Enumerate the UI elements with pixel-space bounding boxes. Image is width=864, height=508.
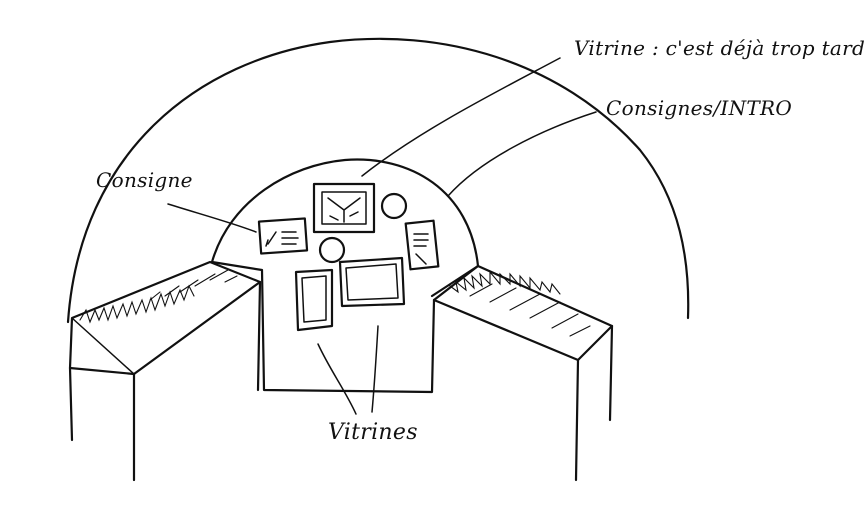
consigne-panel-left bbox=[257, 217, 309, 255]
right-bench bbox=[430, 264, 614, 482]
label-consigne: Consigne bbox=[96, 168, 193, 192]
round-medallion-2 bbox=[318, 236, 346, 264]
leader-vitrines-right bbox=[371, 325, 379, 413]
leader-vitrine-top bbox=[361, 57, 561, 177]
vitrine-top-frame bbox=[312, 182, 376, 234]
round-medallion-1 bbox=[380, 192, 408, 220]
leader-consigne bbox=[167, 203, 257, 233]
leader-vitrines-left bbox=[317, 343, 357, 415]
label-consignes-intro: Consignes/INTRO bbox=[606, 96, 793, 120]
label-vitrines: Vitrines bbox=[328, 420, 418, 445]
alcove-wall bbox=[210, 260, 480, 394]
label-vitrine-top: Vitrine : c'est déjà trop tard bbox=[574, 36, 864, 60]
consigne-panel-right bbox=[404, 219, 440, 271]
leader-consignes-intro bbox=[447, 111, 597, 197]
vitrine-right-case bbox=[338, 256, 406, 308]
inner-arch bbox=[210, 158, 480, 268]
left-bench bbox=[68, 260, 262, 482]
vitrine-left-case bbox=[294, 268, 334, 332]
outer-arch bbox=[66, 37, 690, 324]
